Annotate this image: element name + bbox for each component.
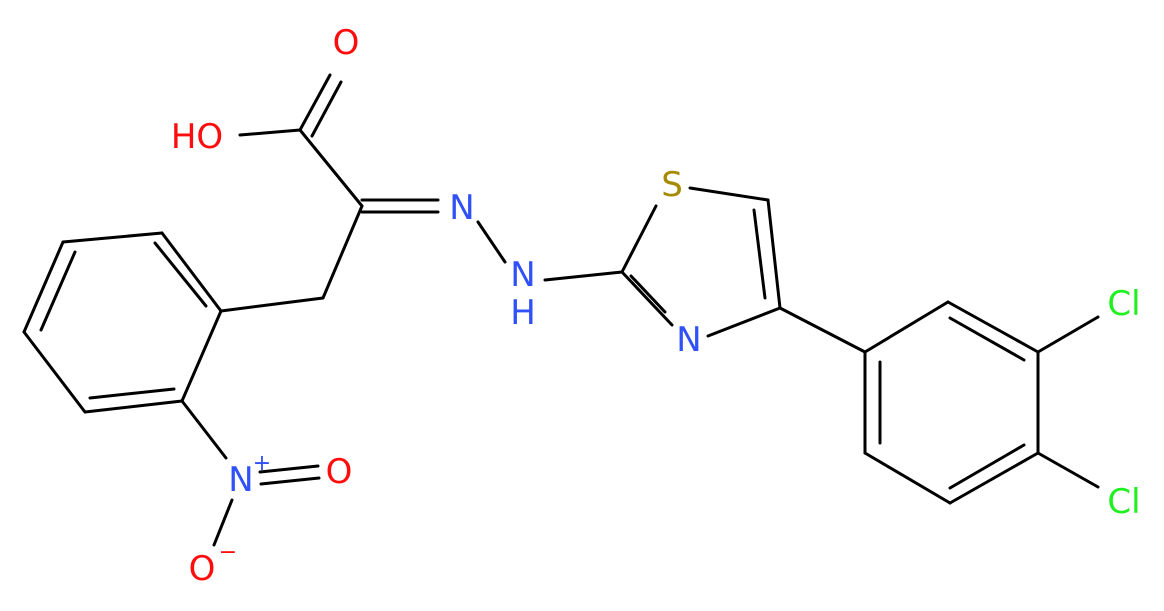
- charge-o-nitro: −: [219, 540, 237, 565]
- bond-n-nh: [476, 220, 507, 264]
- bond-ring1-6-1: [180, 309, 223, 403]
- bond-ring2-2-3: [946, 300, 1040, 354]
- bond-ring1-1-2-inner: [153, 241, 208, 308]
- atom-hydroxyl: HO: [171, 117, 223, 157]
- atom-n-nitro: N: [228, 460, 253, 500]
- atom-label-layer: O HO N N H S N Cl Cl N + O O −: [171, 23, 1141, 589]
- bond-cooh-c-oh: [238, 128, 302, 137]
- bond-ring-nitro-n: [180, 399, 228, 460]
- bond-ring-cl-1: [1036, 315, 1100, 354]
- bond-nitro-o-double-a: [258, 464, 320, 474]
- bond-layer: [22, 73, 1100, 547]
- bond-thz-n3-c2: [620, 270, 674, 327]
- atom-n-hydrazone: N: [449, 188, 474, 228]
- bond-calpha-ch2: [321, 204, 364, 300]
- bond-cooh-c-o-double-a: [298, 73, 332, 132]
- bond-cooh-c-o-double-b: [310, 80, 343, 138]
- bond-thz-s-c5: [688, 186, 770, 202]
- bond-ring-cl-2: [1036, 451, 1100, 489]
- atom-n-thiazole: N: [676, 320, 701, 360]
- charge-n-nitro: +: [253, 451, 271, 476]
- bond-thz-n3-c2-inner: [629, 274, 667, 314]
- bond-thz-aryl: [778, 306, 867, 354]
- bond-ring2-5-6: [863, 451, 952, 505]
- bond-thz-c2-s: [620, 204, 658, 274]
- bond-ring1-5-6: [83, 399, 184, 414]
- bond-nitro-o-double-b: [259, 476, 321, 486]
- bond-cooh-c-calpha: [298, 128, 364, 208]
- atom-o-nitro-double: O: [326, 452, 353, 492]
- bond-nh-thiazole-c2: [543, 270, 624, 282]
- atom-o-nitro-single: O: [189, 549, 216, 589]
- bond-thz-c5-c4: [766, 198, 782, 310]
- atom-o-carbonyl: O: [333, 23, 360, 63]
- bond-ring1-3-4: [22, 240, 65, 334]
- bond-ring1-5-6-inner: [88, 387, 176, 400]
- bond-ring2-4-5-inner: [948, 443, 1026, 490]
- atom-cl-1: Cl: [1107, 284, 1140, 324]
- bond-ring1-3-4-inner: [39, 250, 77, 332]
- bond-ch2-ring: [219, 296, 325, 313]
- atom-cl-2: Cl: [1107, 482, 1140, 522]
- atom-nh-hydrazone: N: [510, 255, 535, 295]
- bond-ring2-1-2: [863, 300, 950, 354]
- bond-thz-c4-n3: [706, 306, 782, 338]
- bond-thz-c5-c4-inner: [752, 208, 767, 300]
- bond-ring1-2-3: [61, 231, 164, 244]
- bond-nitro-o-single: [212, 498, 234, 547]
- atom-h-hydrazone: H: [510, 293, 536, 333]
- bond-ring2-4-5: [948, 451, 1040, 505]
- bond-ring1-1-2: [160, 231, 223, 313]
- atom-s-thiazole: S: [661, 165, 683, 205]
- bond-ring1-4-5: [22, 330, 87, 414]
- bond-ring2-2-3-inner: [948, 316, 1026, 362]
